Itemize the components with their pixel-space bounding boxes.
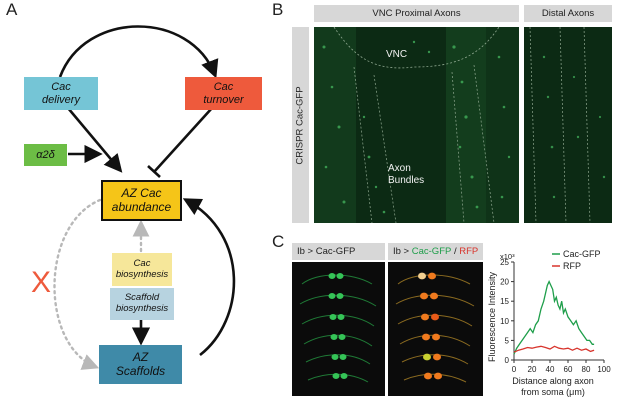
y-tick-label: 15: [500, 297, 509, 306]
dotted-abundance-to-scaffolds: [53, 198, 102, 370]
x-tick-label: 40: [546, 365, 555, 374]
series-line-cac-gfp: [513, 280, 595, 355]
micrograph-cac-gfp: [292, 262, 385, 396]
header-cac-gfp: Ib > Cac-GFP: [292, 243, 385, 260]
arrow-scaffolds-to-abundance: [182, 198, 236, 357]
panel-c-letter: C: [272, 232, 285, 251]
az-scaffolds-box: AZ Scaffolds: [99, 345, 182, 384]
y-tick-label: 0: [505, 356, 510, 365]
inhibit-bar: [147, 165, 161, 178]
x-tick-label: 20: [528, 365, 537, 374]
side-label-crispr: CRISPR Cac-GFP: [292, 27, 309, 223]
x-tick-label: 60: [564, 365, 573, 374]
y-tick-label: 5: [505, 336, 510, 345]
cac-biosynthesis-box: Cac biosynthesis: [112, 253, 172, 286]
legend-label: RFP: [563, 261, 581, 271]
az-cac-abundance-box: AZ Cac abundance: [101, 180, 182, 221]
arc-delivery-to-turnover: [58, 25, 219, 79]
label-axon-bundles: Axon Bundles: [388, 163, 425, 186]
y-tick-label: 25: [500, 258, 509, 267]
panel-a-letter: A: [6, 0, 18, 19]
inhibit-turnover-to-abundance: [153, 107, 213, 173]
scaffold-biosynthesis-box: Scaffold biosynthesis: [110, 288, 174, 320]
arrow-delivery-to-abundance: [67, 107, 123, 173]
header-cac-gfp-rfp: Ib > Cac-GFP / RFP: [388, 243, 483, 260]
series-line-rfp: [513, 345, 595, 353]
x-tick-label: 0: [512, 365, 517, 374]
label-vnc: VNC: [386, 49, 408, 60]
legend-label: Cac-GFP: [563, 249, 601, 259]
cac-turnover-box: Cac turnover: [185, 77, 262, 110]
micrograph-proximal: VNC Axon Bundles: [314, 27, 519, 223]
x-axis-label: from soma (μm): [521, 387, 585, 397]
y-multiplier: x10³: [500, 252, 515, 261]
header-proximal-axons: VNC Proximal Axons: [314, 5, 519, 22]
y-axis-label: Fluorescence Intensity: [487, 271, 497, 362]
y-tick-label: 20: [500, 278, 509, 287]
a2d-box: α2δ: [24, 144, 67, 166]
panel-a-arrows: [53, 25, 236, 370]
x-tick-label: 80: [582, 365, 591, 374]
micrograph-distal: [524, 27, 612, 223]
x-axis-label: Distance along axon: [512, 376, 594, 386]
panel-b-letter: B: [272, 0, 284, 19]
y-tick-label: 10: [500, 317, 509, 326]
blocked-x-mark: X: [31, 266, 52, 299]
x-tick-label: 100: [597, 365, 611, 374]
cac-delivery-box: Cac delivery: [24, 77, 98, 110]
header-distal-axons: Distal Axons: [524, 5, 612, 22]
micrograph-cac-gfp-rfp: [388, 262, 483, 396]
